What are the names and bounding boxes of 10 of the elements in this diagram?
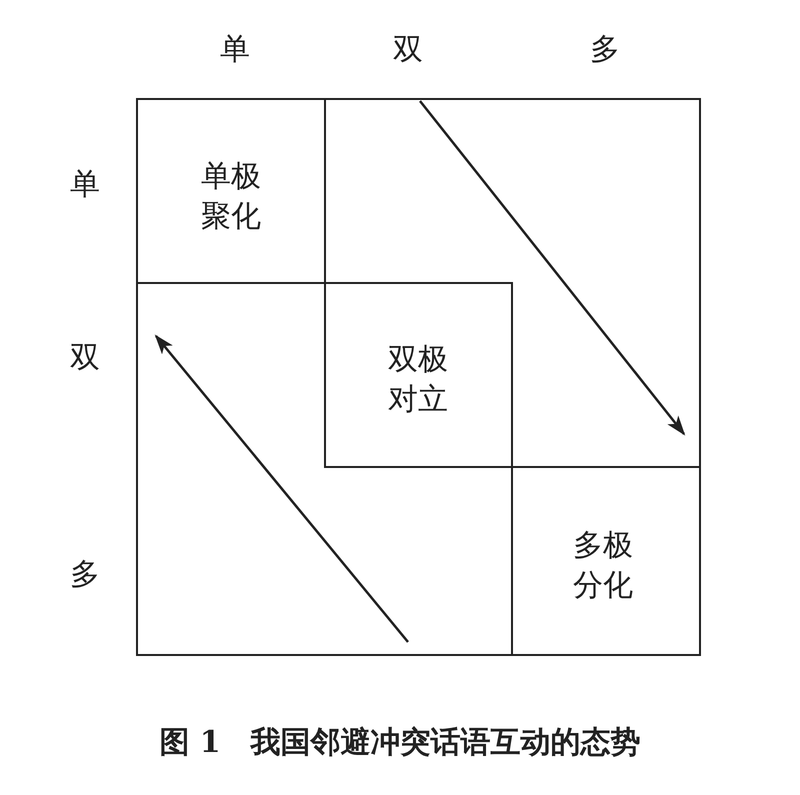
figure-caption: 图 1 我国邻避冲突话语互动的态势 [158, 724, 642, 762]
row-header: 多 [69, 556, 101, 594]
column-header: 多 [589, 31, 621, 69]
column-header: 单 [219, 31, 251, 69]
row-header: 单 [69, 166, 101, 204]
column-header: 双 [392, 31, 424, 69]
matrix-cell-label: 多极分化 [571, 526, 635, 606]
row-header: 双 [69, 339, 101, 377]
matrix-cell-label: 双极对立 [386, 340, 450, 420]
matrix-cell-label: 单极聚化 [199, 157, 263, 237]
